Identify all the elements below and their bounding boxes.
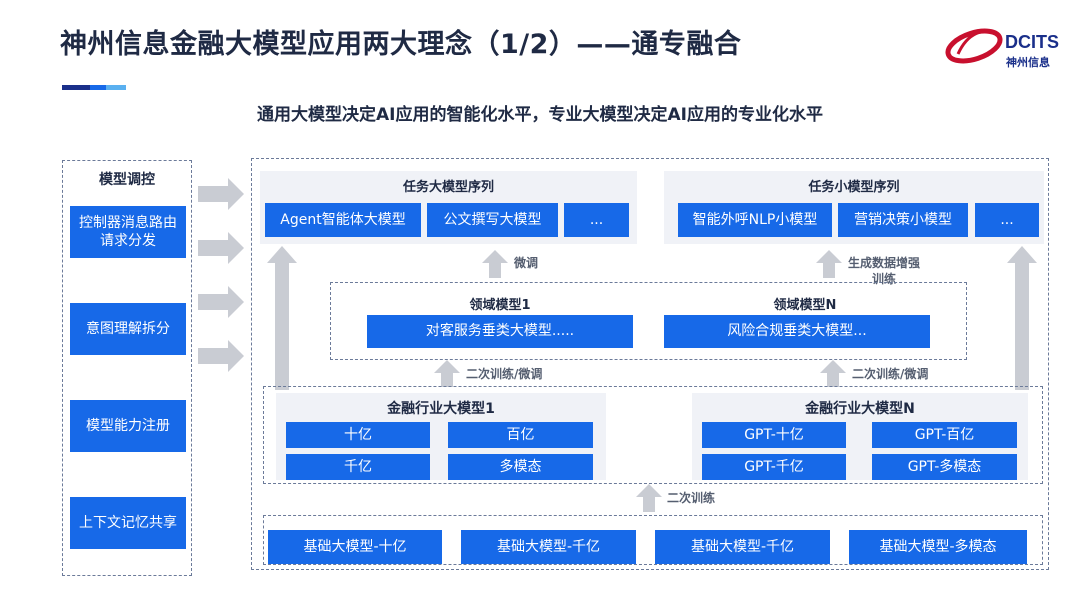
task-small-item-marketing: 营销决策小模型 <box>838 203 968 237</box>
domain-model-n-title: 领域模型N <box>773 298 837 313</box>
domain-model-n-item: 风险合规垂类大模型... <box>664 315 930 348</box>
tall-up-arrow-left-icon <box>267 246 297 390</box>
task-small-item-nlp: 智能外呼NLP小模型 <box>678 203 832 237</box>
logo-cn: 神州信息 <box>1006 56 1050 69</box>
tall-up-arrow-right-icon <box>1007 246 1037 390</box>
model-control-panel <box>62 160 192 576</box>
model-control-title: 模型调控 <box>99 172 155 188</box>
base-item-4: 基础大模型-多模态 <box>849 530 1027 564</box>
industry-n-item-2: GPT-百亿 <box>872 422 1017 448</box>
industry-1-item-1: 十亿 <box>286 422 430 448</box>
up-arrow-gen-data-icon <box>816 250 842 278</box>
industry-n-item-1: GPT-十亿 <box>702 422 846 448</box>
task-large-model-title: 任务大模型序列 <box>402 180 494 195</box>
domain-model-container <box>330 282 967 360</box>
domain-model-1-title: 领域模型1 <box>469 298 531 313</box>
subtitle: 通用大模型决定AI应用的智能化水平，专业大模型决定AI应用的专业化水平 <box>257 105 823 125</box>
label-gen-data-1: 生成数据增强 <box>848 256 921 270</box>
accent-bar-mid <box>90 85 106 90</box>
base-item-1: 基础大模型-十亿 <box>268 530 442 564</box>
base-item-2: 基础大模型-千亿 <box>461 530 636 564</box>
model-architecture-container <box>251 158 1049 570</box>
label-secondary-ft-left: 二次训练/微调 <box>466 367 543 381</box>
accent-bar-light <box>106 85 126 90</box>
industry-1-item-2: 百亿 <box>448 422 593 448</box>
industry-model-1-title: 金融行业大模型1 <box>387 401 495 417</box>
control-item-routing: 控制器消息路由请求分发 <box>70 206 186 258</box>
accent-bar-dark <box>62 85 90 90</box>
task-small-model-title: 任务小模型序列 <box>808 180 900 195</box>
logo-brand: DCITS <box>1005 32 1059 52</box>
up-arrow-finetune-icon <box>482 250 508 278</box>
task-small-item-more: ... <box>975 203 1039 237</box>
domain-model-1-item: 对客服务垂类大模型..... <box>367 315 633 348</box>
industry-model-n-title: 金融行业大模型N <box>805 401 915 417</box>
label-finetune: 微调 <box>514 256 539 270</box>
task-large-item-document: 公文撰写大模型 <box>427 203 558 237</box>
page-title: 神州信息金融大模型应用两大理念（1/2）——通专融合 <box>60 29 742 60</box>
industry-n-item-3: GPT-千亿 <box>702 454 846 480</box>
base-model-container <box>263 515 1043 565</box>
industry-1-item-4: 多模态 <box>448 454 593 480</box>
up-arrow-secondary-ft-right-icon <box>820 360 846 387</box>
industry-model-container <box>263 386 1043 484</box>
industry-n-item-4: GPT-多模态 <box>872 454 1017 480</box>
up-arrow-secondary-ft-left-icon <box>434 360 460 387</box>
control-item-registry: 模型能力注册 <box>70 400 186 452</box>
label-secondary-train: 二次训练 <box>667 491 716 505</box>
base-item-3: 基础大模型-千亿 <box>655 530 830 564</box>
task-large-item-agent: Agent智能体大模型 <box>265 203 421 237</box>
control-item-intent: 意图理解拆分 <box>70 303 186 355</box>
right-arrows-icon <box>198 178 244 372</box>
control-item-context: 上下文记忆共享 <box>70 497 186 549</box>
industry-1-item-3: 千亿 <box>286 454 430 480</box>
task-large-item-more: ... <box>564 203 629 237</box>
label-secondary-ft-right: 二次训练/微调 <box>852 367 929 381</box>
up-arrow-secondary-train-icon <box>636 484 662 512</box>
dcits-logo-icon <box>945 28 1003 64</box>
